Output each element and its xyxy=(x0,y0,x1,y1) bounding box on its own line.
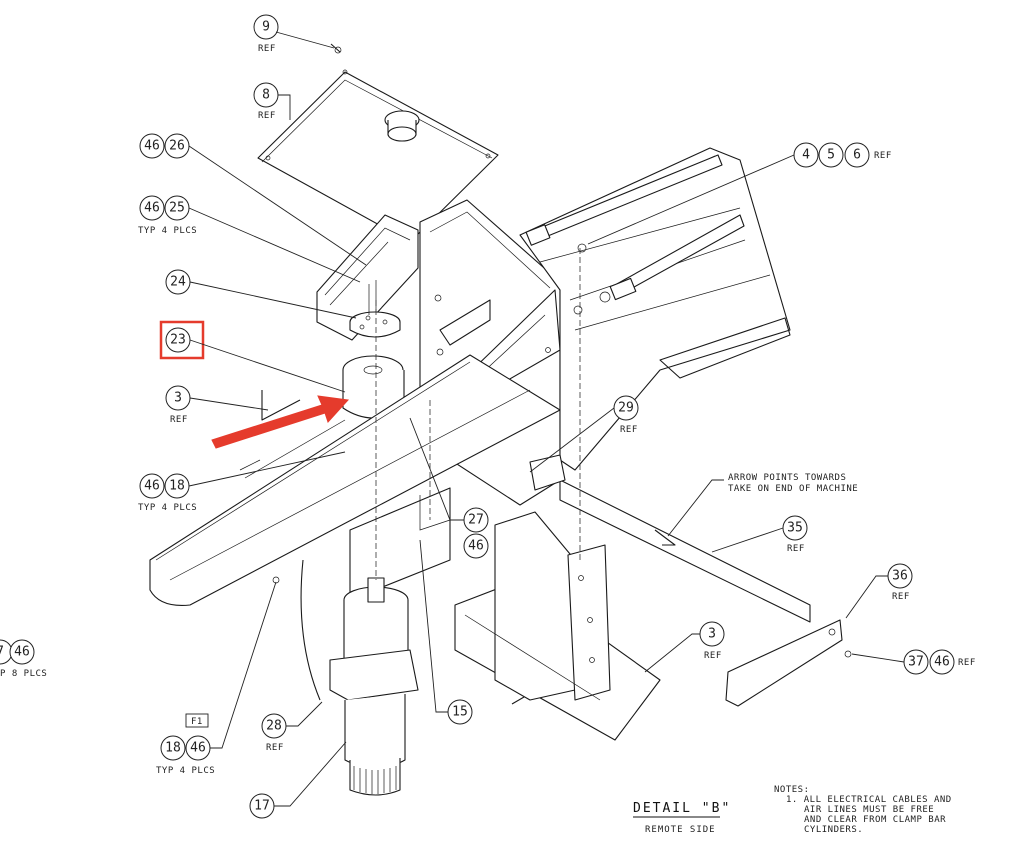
svg-text:REF: REF xyxy=(258,44,276,54)
callout-8: 8 REF xyxy=(253,82,291,121)
callout-37-46: 37 46 REF xyxy=(844,649,976,675)
svg-text:8: 8 xyxy=(262,88,270,103)
svg-text:TYP 4 PLCS: TYP 4 PLCS xyxy=(138,503,197,513)
svg-text:35: 35 xyxy=(787,521,803,536)
svg-text:REF: REF xyxy=(258,111,276,121)
callout-17: 17 xyxy=(249,741,347,819)
callout-29: 29 REF xyxy=(529,395,639,473)
svg-text:46: 46 xyxy=(934,655,950,670)
note-line-2: AIR LINES MUST BE FREE xyxy=(804,805,934,815)
callout-46: 46 xyxy=(463,533,489,559)
detail-title-block: DETAIL "B" REMOTE SIDE xyxy=(633,801,731,835)
svg-text:F1: F1 xyxy=(191,717,203,727)
callout-24: 24 xyxy=(165,269,357,319)
svg-text:TYP 4 PLCS: TYP 4 PLCS xyxy=(138,226,197,236)
callout-35: 35 REF xyxy=(711,515,808,554)
svg-text:46: 46 xyxy=(144,139,160,154)
svg-text:P 8 PLCS: P 8 PLCS xyxy=(0,669,47,679)
callout-46-25: 46 25 TYP 4 PLCS xyxy=(138,195,361,283)
svg-text:23: 23 xyxy=(170,333,186,348)
callout-36: 36 REF xyxy=(845,563,913,619)
svg-text:REF: REF xyxy=(787,544,805,554)
svg-text:6: 6 xyxy=(853,148,861,163)
notes-block: NOTES: 1. ALL ELECTRICAL CABLES AND AIR … xyxy=(774,785,952,835)
svg-text:REF: REF xyxy=(874,151,892,161)
svg-text:17: 17 xyxy=(254,799,270,814)
svg-text:REF: REF xyxy=(620,425,638,435)
svg-text:ARROW POINTS TOWARDS: ARROW POINTS TOWARDS xyxy=(728,473,846,483)
svg-text:TYP 4 PLCS: TYP 4 PLCS xyxy=(156,766,215,776)
arrow-note: ARROW POINTS TOWARDS TAKE ON END OF MACH… xyxy=(667,473,858,537)
parts-artwork xyxy=(149,43,843,796)
note-line-1: 1. ALL ELECTRICAL CABLES AND xyxy=(786,795,952,805)
detail-subtitle: REMOTE SIDE xyxy=(645,825,716,835)
svg-text:3: 3 xyxy=(708,627,716,642)
svg-text:29: 29 xyxy=(618,401,634,416)
callout-28: 28 REF xyxy=(261,701,323,753)
svg-text:5: 5 xyxy=(827,148,835,163)
svg-text:REF: REF xyxy=(892,592,910,602)
callout-46-18: 46 18 TYP 4 PLCS xyxy=(138,451,346,513)
svg-text:REF: REF xyxy=(266,743,284,753)
svg-text:36: 36 xyxy=(892,569,908,584)
svg-text:7: 7 xyxy=(0,645,4,660)
svg-text:46: 46 xyxy=(144,479,160,494)
callout-3-lower: 3 REF xyxy=(644,621,725,673)
note-line-3: AND CLEAR FROM CLAMP BAR xyxy=(804,815,946,825)
svg-text:26: 26 xyxy=(169,139,185,154)
callout-15: 15 xyxy=(419,539,473,725)
svg-text:46: 46 xyxy=(468,539,484,554)
highlight-box xyxy=(159,320,205,360)
svg-text:46: 46 xyxy=(190,741,206,756)
svg-text:46: 46 xyxy=(144,201,160,216)
svg-text:27: 27 xyxy=(468,513,484,528)
callout-18-46: 18 46 TYP 4 PLCS xyxy=(156,576,280,776)
svg-text:18: 18 xyxy=(165,741,181,756)
highlight-arrow xyxy=(211,395,350,449)
svg-text:15: 15 xyxy=(452,705,468,720)
svg-text:18: 18 xyxy=(169,479,185,494)
callout-27: 27 xyxy=(409,417,489,533)
callout-9: 9 REF xyxy=(253,14,335,54)
detail-title: DETAIL "B" xyxy=(633,801,731,816)
callout-3-upper: 3 REF xyxy=(165,385,269,425)
svg-text:REF: REF xyxy=(170,415,188,425)
svg-text:REF: REF xyxy=(704,651,722,661)
svg-text:25: 25 xyxy=(169,201,185,216)
note-line-4: CYLINDERS. xyxy=(804,825,863,835)
notes-heading: NOTES: xyxy=(774,785,810,795)
svg-text:3: 3 xyxy=(174,391,182,406)
svg-text:9: 9 xyxy=(262,20,270,35)
svg-text:28: 28 xyxy=(266,719,282,734)
svg-text:24: 24 xyxy=(170,275,186,290)
svg-text:37: 37 xyxy=(908,655,924,670)
callout-46-26: 46 26 xyxy=(139,133,367,266)
svg-text:4: 4 xyxy=(802,148,810,163)
callout-23: 23 xyxy=(159,320,346,393)
flag-f1: F1 xyxy=(185,713,209,728)
svg-text:REF: REF xyxy=(958,658,976,668)
callout-4-5-6: 4 5 6 REF xyxy=(587,142,892,245)
callout-7-46-partial: 7 46 P 8 PLCS xyxy=(0,639,47,679)
svg-text:46: 46 xyxy=(14,645,30,660)
svg-text:TAKE ON END OF MACHINE: TAKE ON END OF MACHINE xyxy=(728,484,858,494)
